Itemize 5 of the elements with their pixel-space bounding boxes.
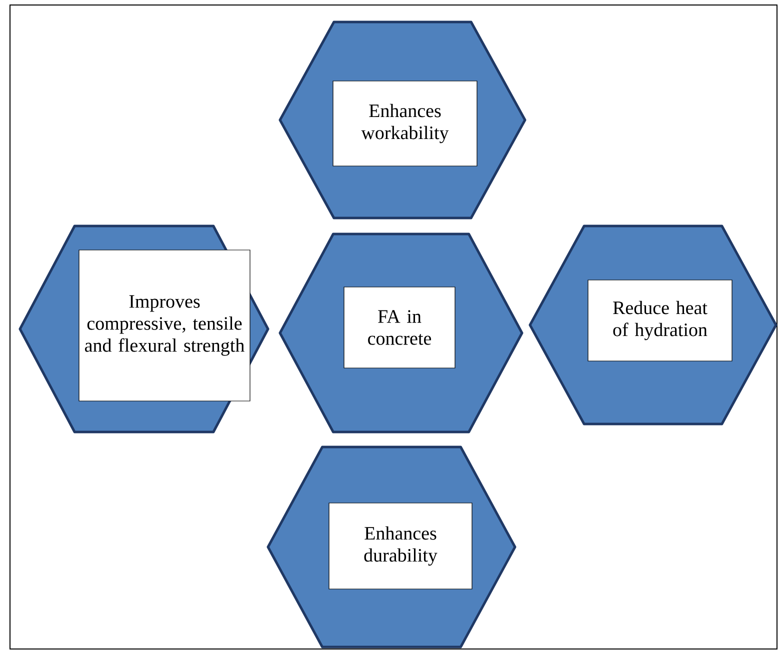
hexagon: Enhances durability	[266, 446, 516, 648]
hexagon: Improves compressive, tensile and flexural strength	[18, 224, 270, 434]
hexagon: Enhances workability	[278, 20, 526, 220]
hexagon: Reduce heat of hydration	[528, 224, 778, 426]
hexagon: FA in concrete	[278, 232, 524, 434]
